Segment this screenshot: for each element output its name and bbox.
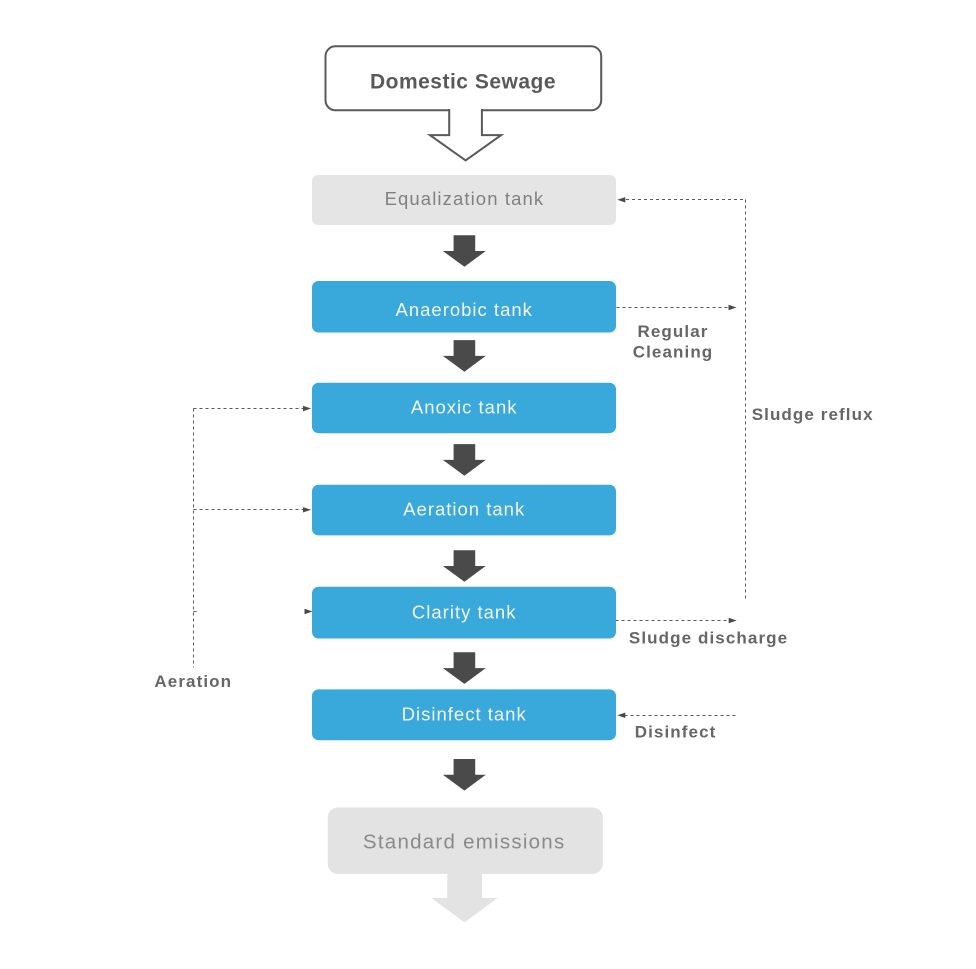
svg-text:Equalization tank: Equalization tank xyxy=(385,188,545,209)
svg-text:Clarity tank: Clarity tank xyxy=(412,602,517,623)
svg-text:Anaerobic tank: Anaerobic tank xyxy=(395,299,532,320)
svg-text:Disinfect tank: Disinfect tank xyxy=(402,704,527,725)
svg-text:Sludge discharge: Sludge discharge xyxy=(629,629,788,648)
svg-text:Aeration tank: Aeration tank xyxy=(403,498,525,519)
svg-text:Domestic Sewage: Domestic Sewage xyxy=(370,71,556,94)
svg-text:Sludge reflux: Sludge reflux xyxy=(752,405,874,424)
svg-text:Cleaning: Cleaning xyxy=(633,342,714,361)
svg-text:Aeration: Aeration xyxy=(154,672,232,691)
svg-text:Regular: Regular xyxy=(638,322,709,341)
svg-text:Anoxic tank: Anoxic tank xyxy=(411,397,518,418)
svg-text:Standard emissions: Standard emissions xyxy=(363,830,566,853)
svg-text:Disinfect: Disinfect xyxy=(635,722,717,741)
